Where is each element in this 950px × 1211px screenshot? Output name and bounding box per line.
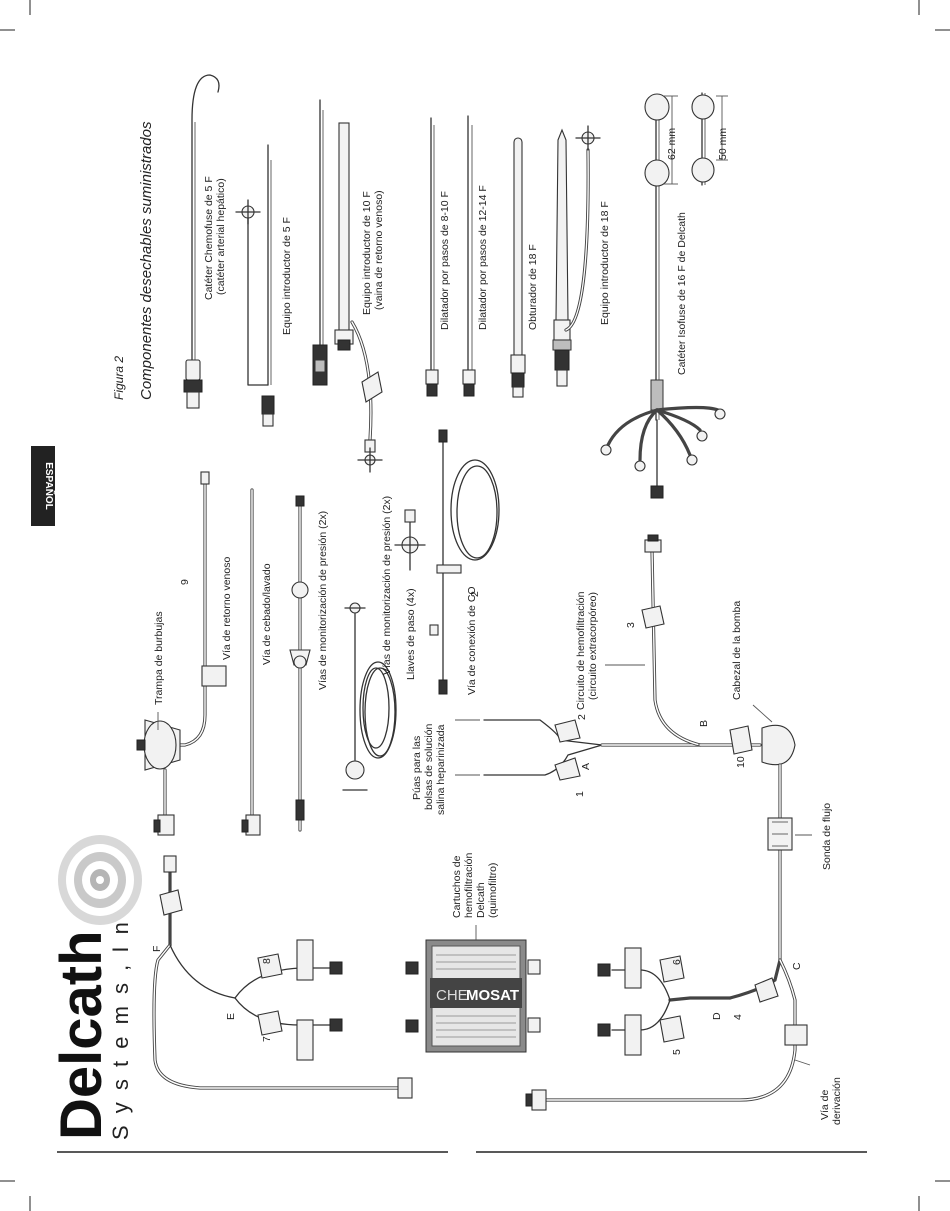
introducer-10f-illustration: Equipo introductor de 10 F (vaina de ret…: [312, 99, 385, 473]
hemofiltration-label-2: (circuito extracorpóreo): [587, 592, 599, 700]
cartridge-brand-part-a: CHE: [436, 987, 468, 1004]
flow-probe-label: Sonda de flujo: [821, 803, 833, 870]
hemofiltration-circuit-illustration: 3 Circuito de hemofiltración (circuito e…: [575, 534, 833, 962]
saline-spikes-illustration: Púas para las bolsas de solución salina …: [411, 714, 603, 815]
chemofuse-catheter-illustration: Catéter Chemofuse de 5 F (catéter arteri…: [183, 74, 227, 409]
pressure-coil-illustration: Vías de monitorización de presión (2x): [342, 496, 397, 791]
bypass-label-1: Vía de: [819, 1089, 831, 1120]
marker-2: 2: [576, 714, 588, 720]
figure-number: Figura 2: [112, 356, 126, 400]
cartridge-brand-part-b: MOSAT: [466, 987, 519, 1004]
priming-line-label: Vía de cebado/lavado: [261, 563, 273, 665]
marker-5: 5: [671, 1049, 683, 1055]
pressure-lines-b-label: Vías de monitorización de presión (2x): [381, 496, 393, 675]
chemofuse-label-2: (catéter arterial hepático): [215, 178, 227, 295]
pump-head-label: Cabezal de la bomba: [731, 601, 743, 700]
marker-B: B: [698, 720, 710, 727]
co2-subscript: 2: [469, 591, 481, 597]
spikes-label-2: bolsas de solución: [423, 723, 435, 810]
marker-1: 1: [574, 791, 586, 797]
filter-branch-illustration: F E 8 7: [151, 855, 413, 1099]
dilator-12-14-label: Dilatador por pasos de 12-14 F: [477, 185, 489, 330]
chemosat-cartridges-illustration: CHE MOSAT Cartuchos de hemofiltración De…: [405, 852, 541, 1053]
marker-3: 3: [625, 622, 637, 628]
introducer-18f-label: Equipo introductor de 18 F: [599, 201, 611, 325]
figure-caption: Figura 2 Componentes desechables suminis…: [112, 121, 155, 400]
bubble-trap-label: Trampa de burbujas: [153, 611, 165, 705]
hemofiltration-label-1: Circuito de hemofiltración: [575, 591, 587, 710]
cartridges-label-2: hemofiltración: [463, 852, 475, 918]
pressure-line-illustration: Vías de monitorización de presión (2x): [289, 495, 329, 832]
dimension-62mm: 62 mm: [666, 128, 678, 160]
cartridges-label-1: Cartuchos de: [451, 855, 463, 918]
spikes-label-3: salina heparinizada: [435, 724, 447, 815]
introducer-18f-illustration: Equipo introductor de 18 F: [552, 125, 611, 387]
pressure-lines-label: Vías de monitorización de presión (2x): [317, 511, 329, 690]
lines-group: Trampa de burbujas Vía de retorno venoso…: [136, 429, 603, 836]
bypass-label-2: derivación: [831, 1077, 843, 1125]
cartridges-label-4: (quimofiltro): [487, 863, 499, 918]
introducer-10f-label-2: (vaina de retorno venoso): [373, 190, 385, 310]
chemofuse-label-1: Catéter Chemofuse de 5 F: [203, 176, 215, 300]
introducer-10f-label-1: Equipo introductor de 10 F: [361, 191, 373, 315]
figure-title: Componentes desechables suministrados: [138, 121, 155, 400]
marker-7: 7: [261, 1036, 273, 1042]
marker-4: 4: [732, 1014, 744, 1020]
spikes-label-1: Púas para las: [411, 736, 423, 800]
isofuse-label: Catéter Isofuse de 16 F de Delcath: [676, 212, 688, 375]
brand-logo: Delcath ® S y s t e m s , I n c .: [49, 835, 142, 1140]
marker-F: F: [151, 946, 163, 952]
marker-D: D: [711, 1012, 723, 1020]
obturator-18f-illustration: Obturador de 18 F: [510, 137, 539, 398]
dimension-50mm: 50 mm: [717, 128, 729, 160]
language-tab-label: ESPAÑOL: [43, 462, 56, 510]
stopcocks-label: Llaves de paso (4x): [405, 588, 417, 680]
dilator-8-10-label: Dilatador por pasos de 8-10 F: [439, 191, 451, 330]
isofuse-catheter-illustration: Catéter Isofuse de 16 F de Delcath 62 mm…: [600, 92, 729, 499]
co2-line-illustration: Vía de conexión de CO 2: [429, 429, 500, 695]
venous-return-label: Vía de retorno venoso: [221, 557, 233, 660]
dilator-12-14-illustration: Dilatador por pasos de 12-14 F: [462, 115, 489, 397]
stopcock-illustration: Llaves de paso (4x): [394, 509, 426, 680]
language-tab: ESPAÑOL: [31, 446, 56, 526]
marker-6: 6: [671, 959, 683, 965]
cartridges-label-3: Delcath: [475, 882, 487, 918]
marker-E: E: [225, 1013, 237, 1020]
marker-A: A: [580, 763, 592, 770]
bubble-trap-illustration: Trampa de burbujas Vía de retorno venoso…: [136, 471, 233, 836]
brand-name: Delcath: [49, 930, 114, 1140]
marker-8: 8: [261, 958, 273, 964]
pump-branch-illustration: 4 C D 6 5 Vía de derivación: [525, 947, 843, 1125]
introducer-5f-label: Equipo introductor de 5 F: [281, 217, 293, 335]
marker-C: C: [791, 962, 803, 970]
brand-swirl-icon: [58, 835, 142, 925]
catheter-group: Catéter Chemofuse de 5 F (catéter arteri…: [183, 74, 729, 499]
marker-10: 10: [735, 756, 747, 768]
priming-line-illustration: Vía de cebado/lavado: [241, 488, 273, 836]
dilator-8-10-illustration: Dilatador por pasos de 8-10 F: [425, 117, 451, 397]
marker-9: 9: [179, 579, 191, 585]
introducer-5f-illustration: Equipo introductor de 5 F: [235, 144, 293, 427]
obturator-18f-label: Obturador de 18 F: [527, 244, 539, 330]
co2-line-label: Vía de conexión de CO: [466, 586, 478, 695]
